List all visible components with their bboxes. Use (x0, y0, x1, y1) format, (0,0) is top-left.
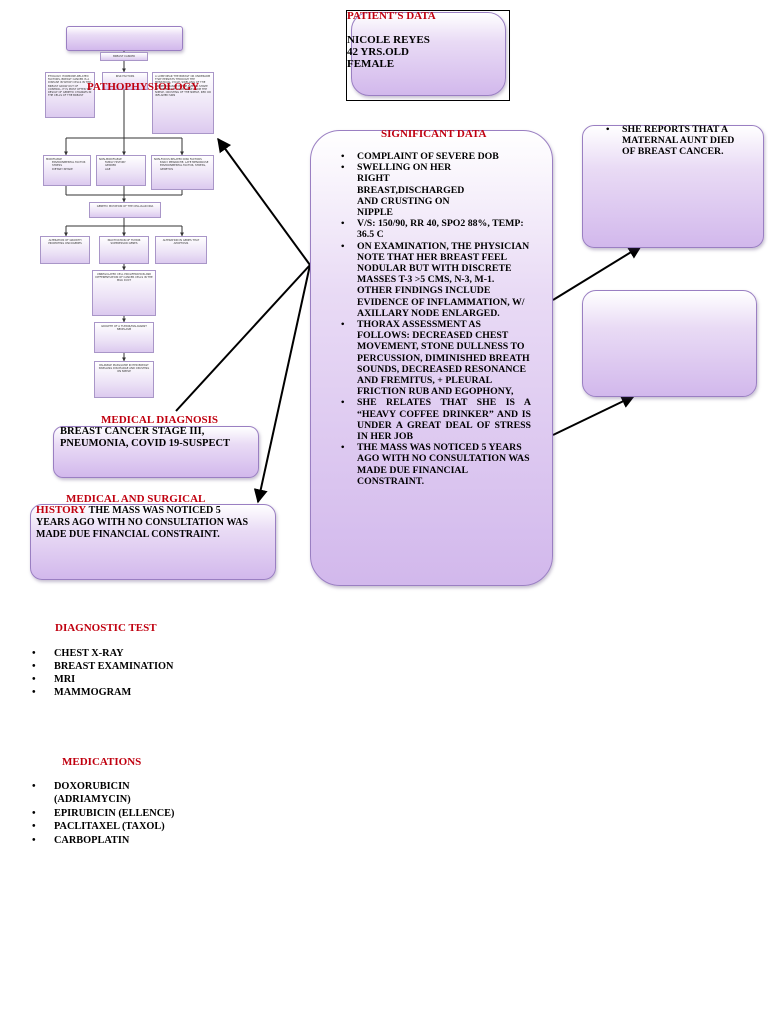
history-title-line2: HISTORY (36, 504, 87, 516)
patient-info: NICOLE REYES 42 YRS.OLD FEMALE (347, 34, 430, 70)
patho-nonfocus: NON-FOCUS RELATED RISK FACTORS EARLY MEN… (151, 155, 214, 190)
diagnostic-test-list: CHEST X-RAY BREAST EXAMINATION MRI MAMMO… (28, 647, 174, 699)
history-title-line1: MEDICAL AND SURGICAL (66, 493, 206, 505)
history-text: THE MASS WAS NOTICED 5 YEARS AGO WITH NO… (36, 505, 249, 540)
patho-palpable: PALPABLE MASS/LUMP IN HER BREAST SWELLIN… (94, 361, 154, 398)
medications-title: MEDICATIONS (62, 756, 142, 768)
significant-item: SHE RELATES THAT SHE IS A “HEAVY COFFEE … (337, 397, 531, 442)
patho-modifiable: MODIFIABLE ENVIRONMENTAL FACTOR STRESS D… (43, 155, 91, 186)
patho-risk-factors: RISK FACTORS (102, 72, 148, 90)
medication-item: PACLITAXEL (TAXOL) (28, 820, 198, 834)
medications-list: DOXORUBICIN (ADRIAMYCIN) EPIRUBICIN (ELL… (28, 780, 198, 847)
arrow-to-history (253, 264, 311, 504)
patho-top-label: BREAST CANCER (100, 52, 148, 61)
patho-inactivation: INACTIVATION OF TUMOR SUPPRESSOR GENES (99, 236, 149, 264)
history-content: HISTORY THE MASS WAS NOTICED 5 YEARS AGO… (36, 504, 251, 541)
medical-diagnosis-text: BREAST CANCER STAGE III, PNEUMONIA, COVI… (60, 426, 231, 449)
history-box (30, 504, 276, 580)
arrow-to-diagnosis (175, 264, 311, 412)
significant-item: THE MASS WAS NOTICED 5 YEARS AGO WITH NO… (337, 442, 531, 487)
significant-data-list: COMPLAINT OF SEVERE DOB SWELLING ON HER … (337, 151, 531, 487)
patient-age: 42 YRS.OLD (347, 46, 409, 58)
patient-data-box (351, 12, 506, 96)
arrow-to-empty-box (552, 395, 636, 436)
diagnostic-test-title: DIAGNOSTIC TEST (55, 622, 157, 634)
significant-item: SWELLING ON HER RIGHT BREAST,DISCHARGED … (337, 162, 531, 218)
patient-data-frame: PATIENT'S DATA NICOLE REYES 42 YRS.OLD F… (346, 10, 510, 101)
patho-alt-growth: ALTERATION OF GROWTH PROMOTING ONCOGENES (40, 236, 90, 264)
diagnostic-test-item: CHEST X-RAY (28, 647, 174, 660)
family-history-list: SHE REPORTS THAT A MATERNAL AUNT DIED OF… (602, 124, 742, 157)
patho-unregulated: UNREGULATED CELL PROLIFERATION AND DIFFE… (92, 270, 156, 316)
arrow-to-family-box (552, 245, 643, 301)
significant-item: COMPLAINT OF SEVERE DOB (337, 151, 531, 162)
diagnostic-test-item: MAMMOGRAM (28, 686, 174, 699)
patient-sex: FEMALE (347, 58, 395, 70)
patho-genetic: GENETIC MUTATION OF THE CELLULAR DNA (89, 202, 161, 218)
significant-item: THORAX ASSESSMENT AS FOLLOWS: DECREASED … (337, 319, 531, 397)
diagnostic-test-item: MRI (28, 673, 174, 686)
patho-nonmodifiable: NON-MODIFIABLE FAMILY HISTORY GENDER AGE (96, 155, 146, 186)
medication-item: CARBOPLATIN (28, 834, 198, 848)
patho-right-top: A LUMP NEAR THE BREAST OR UNDERARM THAT … (152, 72, 214, 134)
significant-item: ON EXAMINATION, THE PHYSICIAN NOTE THAT … (337, 241, 531, 319)
medical-diagnosis-title: MEDICAL DIAGNOSIS (101, 414, 219, 426)
patho-header-box (66, 26, 183, 51)
patho-growth: GROWTH OF A TUMOR/MALIGNANT NEOPLASM (94, 322, 154, 353)
diagnostic-test-item: BREAST EXAMINATION (28, 660, 174, 673)
significant-data-title: SIGNIFICANT DATA (381, 128, 487, 140)
patho-etiology: ETIOLOGY: HORMONE-RELATED FACTORS, BREAS… (45, 72, 95, 118)
empty-data-box (582, 290, 757, 397)
pathophysiology-title: PATHOPHYSIOLOGY (87, 81, 200, 93)
patho-alt-apoptosis: ALTERATION IN GENES THAT APOPTOSIS (155, 236, 207, 264)
family-history-item: SHE REPORTS THAT A MATERNAL AUNT DIED OF… (602, 124, 742, 157)
medication-item: EPIRUBICIN (ELLENCE) (28, 807, 198, 821)
patient-data-title: PATIENT'S DATA (347, 10, 436, 22)
significant-item: V/S: 150/90, RR 40, SPO2 88%, TEMP: 36.5… (337, 218, 531, 240)
medication-item: DOXORUBICIN (ADRIAMYCIN) (28, 780, 198, 807)
medical-diagnosis-box (53, 426, 259, 478)
arrow-to-pathophysiology (217, 137, 311, 266)
patient-name: NICOLE REYES (347, 34, 430, 46)
